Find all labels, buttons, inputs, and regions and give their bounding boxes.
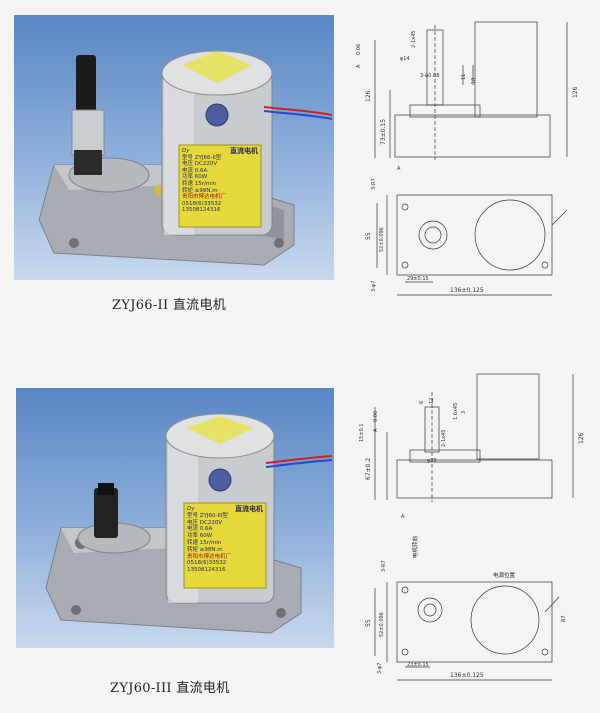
- dim-label: 1.6x45: [453, 403, 459, 420]
- nameplate: Dy 直流电机 型号 ZYJ66-II型 电压 DC220V 电流 0.6A 功…: [180, 146, 260, 226]
- dim-label: A: [373, 428, 379, 432]
- nameplate-phone: 0518(6)33532: [182, 200, 222, 207]
- nameplate-title: 直流电机: [235, 505, 263, 513]
- dim-label: 126: [365, 90, 372, 102]
- dim-label: 2-1x45: [441, 430, 447, 448]
- technical-drawing-zyj60: 0.06 A 6 12 1.6x45 3 2-1x45 φ20 15±0.1 1…: [345, 362, 595, 692]
- nameplate-line: 转矩 ≥98N.m: [182, 187, 218, 194]
- motor-illustration: [45, 413, 333, 634]
- dim-label: 15±0.1: [359, 423, 365, 442]
- nameplate-line: 电流 0.6A: [187, 526, 213, 533]
- nameplate-line: 电压 DC220V: [187, 519, 223, 526]
- nameplate-phone: 13508124316: [187, 567, 226, 574]
- dim-label: 3-φ0.08: [420, 73, 439, 79]
- annotation-power: 电源位置: [493, 571, 516, 579]
- dim-label: 29±0.15: [407, 276, 429, 282]
- nameplate-line: 转速 15r/min: [182, 180, 217, 187]
- dim-label: 126: [572, 86, 579, 98]
- dim-label: 23±0.15: [407, 662, 429, 668]
- dim-label: 52±0.096: [379, 612, 385, 637]
- annotation-rotation: 电机转向: [411, 536, 419, 558]
- dim-label: 11: [461, 74, 467, 80]
- product-photo-zyj66: Dy 直流电机 型号 ZYJ66-II型 电压 DC220V 电流 0.6A 功…: [14, 15, 334, 280]
- nameplate-line: 电流 0.6A: [182, 167, 208, 174]
- dim-label: 126: [578, 432, 585, 444]
- dim-label: 3-R7: [381, 560, 387, 572]
- dim-label: 12: [429, 398, 435, 404]
- dim-label: 3-φ7: [371, 281, 377, 292]
- nameplate-line: 型号 ZYJ60-III型: [187, 512, 228, 519]
- dim-label: 18: [471, 78, 477, 84]
- nameplate-brand: Dy: [182, 148, 190, 154]
- dim-label: 3-φ7: [377, 663, 383, 674]
- product-photo-zyj60: Dy 直流电机 型号 ZYJ60-III型 电压 DC220V 电流 0.6A …: [16, 388, 334, 648]
- nameplate-line: 功率 60W: [187, 533, 213, 540]
- dim-label: 6: [419, 401, 425, 404]
- technical-drawing-zyj66: 0.06 A φ14 2-1x45 3-φ0.08 11 18 126 126 …: [345, 10, 595, 300]
- dim-label: 55: [365, 619, 372, 627]
- product-caption: ZYJ66-II 直流电机: [112, 298, 227, 313]
- dim-label: 136±0.125: [450, 672, 484, 679]
- nameplate-brand: Dy: [187, 506, 195, 512]
- motor-illustration: [38, 50, 333, 266]
- nameplate-maker: 贵阳市博达电机厂: [187, 553, 232, 560]
- nameplate-line: 转速 15r/min: [187, 539, 222, 546]
- nameplate-line: 转矩 ≥98N.m: [187, 546, 223, 553]
- product-caption: ZYJ60-III 直流电机: [110, 681, 230, 696]
- dim-label: 73±0.15: [380, 119, 387, 145]
- dim-label: R7: [561, 615, 567, 622]
- dim-label: A: [356, 64, 362, 68]
- dim-label: 0.06: [356, 44, 362, 55]
- dim-label: 0.06: [373, 411, 379, 422]
- nameplate-line: 型号 ZYJ66-II型: [182, 154, 222, 161]
- dim-label: 3: [461, 411, 467, 414]
- nameplate-maker: 贵阳市博达电机厂: [182, 194, 227, 201]
- nameplate-line: 电压 DC220V: [182, 161, 218, 168]
- nameplate-phone: 13508124316: [182, 207, 221, 214]
- dim-label: φ20: [427, 458, 437, 464]
- dim-label: 3-R7: [371, 178, 377, 190]
- nameplate: Dy 直流电机 型号 ZYJ60-III型 电压 DC220V 电流 0.6A …: [185, 504, 265, 587]
- dim-label: 2-1x45: [411, 31, 417, 49]
- nameplate-line: 功率 60W: [182, 174, 208, 181]
- nameplate-phone: 0518(6)33532: [187, 560, 227, 567]
- dim-label: 52±0.096: [379, 227, 385, 252]
- dim-label: 55: [365, 232, 372, 240]
- dim-label: A: [401, 514, 405, 520]
- nameplate-title: 直流电机: [230, 147, 258, 155]
- dim-label: 67±0.2: [365, 458, 372, 480]
- dim-label: A: [397, 166, 401, 172]
- dim-label: φ14: [400, 56, 410, 62]
- dim-label: 136±0.125: [450, 287, 484, 294]
